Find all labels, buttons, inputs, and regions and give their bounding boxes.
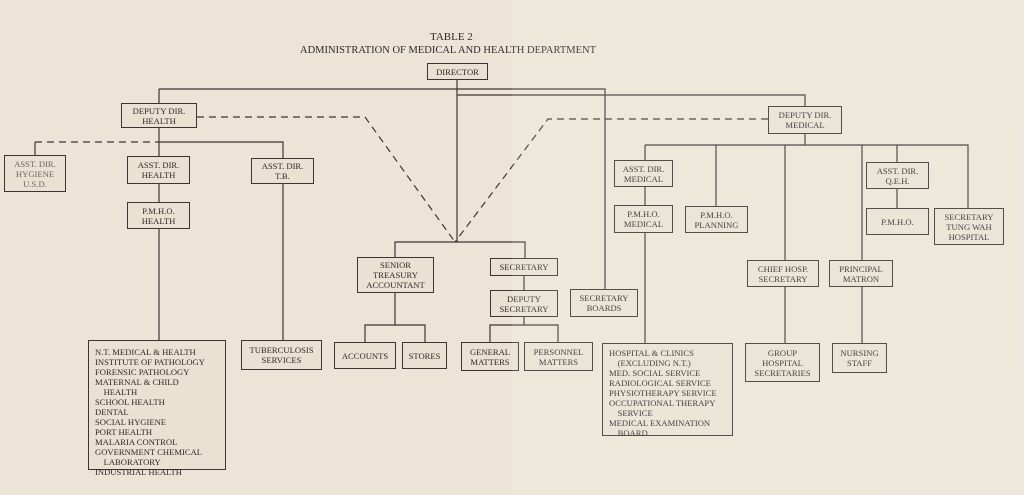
node-secretary-boards: SECRETARY BOARDS [570, 289, 638, 317]
node-asst-dir-tb: ASST. DIR. T.B. [251, 158, 314, 184]
node-nursing-staff: NURSING STAFF [832, 343, 887, 373]
node-senior-treasury-accountant: SENIOR TREASURY ACCOUNTANT [357, 257, 434, 293]
node-asst-dir-medical: ASST. DIR. MEDICAL [614, 160, 673, 187]
node-asst-dir-health: ASST. DIR. HEALTH [127, 156, 190, 184]
node-deputy-dir-health: DEPUTY DIR. HEALTH [121, 103, 197, 128]
node-director: DIRECTOR [427, 63, 488, 80]
node-health-services: N.T. MEDICAL & HEALTH INSTITUTE OF PATHO… [88, 340, 226, 477]
node-chief-hosp-secretary: CHIEF HOSP. SECRETARY [747, 260, 819, 287]
node-deputy-secretary: DEPUTY SECRETARY [490, 290, 558, 317]
node-secretary: SECRETARY [490, 258, 558, 276]
node-asst-dir-qeh: ASST. DIR. Q.E.H. [866, 162, 929, 189]
node-deputy-dir-medical: DEPUTY DIR. MEDICAL [768, 106, 842, 134]
node-pmho: P.M.H.O. [866, 208, 929, 235]
node-general-matters: GENERAL MATTERS [461, 342, 519, 371]
node-group-hospital-secretaries: GROUP HOSPITAL SECRETARIES [745, 343, 820, 382]
node-secretary-tung-wah: SECRETARY TUNG WAH HOSPITAL [934, 208, 1004, 245]
node-tuberculosis-services: TUBERCULOSIS SERVICES [241, 340, 322, 370]
node-accounts: ACCOUNTS [334, 342, 396, 369]
node-pmho-health: P.M.H.O. HEALTH [127, 202, 190, 229]
node-pmho-medical: P.M.H.O. MEDICAL [614, 205, 673, 233]
node-stores: STORES [402, 342, 447, 369]
node-asst-dir-hygiene: ASST. DIR. HYGIENE U.S.D. [4, 155, 66, 192]
chart-title: ADMINISTRATION OF MEDICAL AND HEALTH DEP… [300, 45, 596, 56]
table-number: TABLE 2 [430, 31, 473, 43]
node-personnel-matters: PERSONNEL MATTERS [524, 342, 593, 371]
node-hospital-clinics: HOSPITAL & CLINICS (EXCLUDING N.T.) MED.… [602, 343, 733, 438]
node-pmho-planning: P.M.H.O. PLANNING [685, 206, 748, 233]
node-principal-matron: PRINCIPAL MATRON [829, 260, 893, 287]
